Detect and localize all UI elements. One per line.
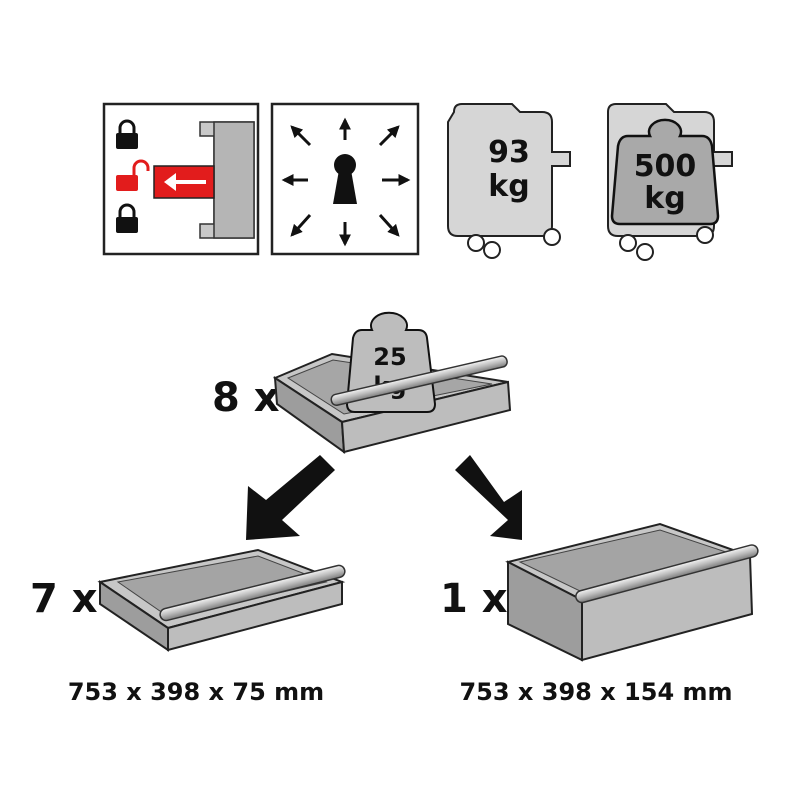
drawer-handle [159,564,346,622]
drawer-load-count: 8 x [212,375,280,421]
lock-open-icon [116,159,150,191]
cabinet-capacity-value: 500 [634,149,697,184]
drawer-large-dimensions: 753 x 398 x 154 mm [459,678,732,706]
drawer-load-illustration: 25 kg [272,311,512,455]
drawer-large-count: 1 x [440,576,508,622]
keyhole-icon [333,154,357,204]
lock-closed-icon [116,119,138,149]
cabinet-capacity-unit: kg [644,181,685,216]
arrow-left-icon [153,165,215,199]
weight-icon [610,118,720,226]
cabinet-weight-icon: 93 kg [447,103,571,259]
lock-closed-icon [116,203,138,233]
arrow-down-left-icon [246,455,335,540]
keyhole-panel [270,102,420,256]
drawer-small-dimensions: 753 x 398 x 75 mm [68,678,324,706]
drawer-handle [330,355,508,407]
drawer-handle [575,544,759,604]
drawer-large-illustration [505,522,759,662]
lock-panel [102,102,260,256]
drawer-load-weight-value: 25 [373,343,406,371]
arrow-icon [281,117,411,247]
arrow-down-right-icon [455,455,522,540]
cabinet-capacity-icon: 500 kg [607,103,733,261]
drawer-small-count: 7 x [30,576,98,622]
cabinet-weight-value: 93 [488,135,530,170]
drawer-small-illustration [97,548,346,652]
cabinet-weight-unit: kg [488,169,529,204]
